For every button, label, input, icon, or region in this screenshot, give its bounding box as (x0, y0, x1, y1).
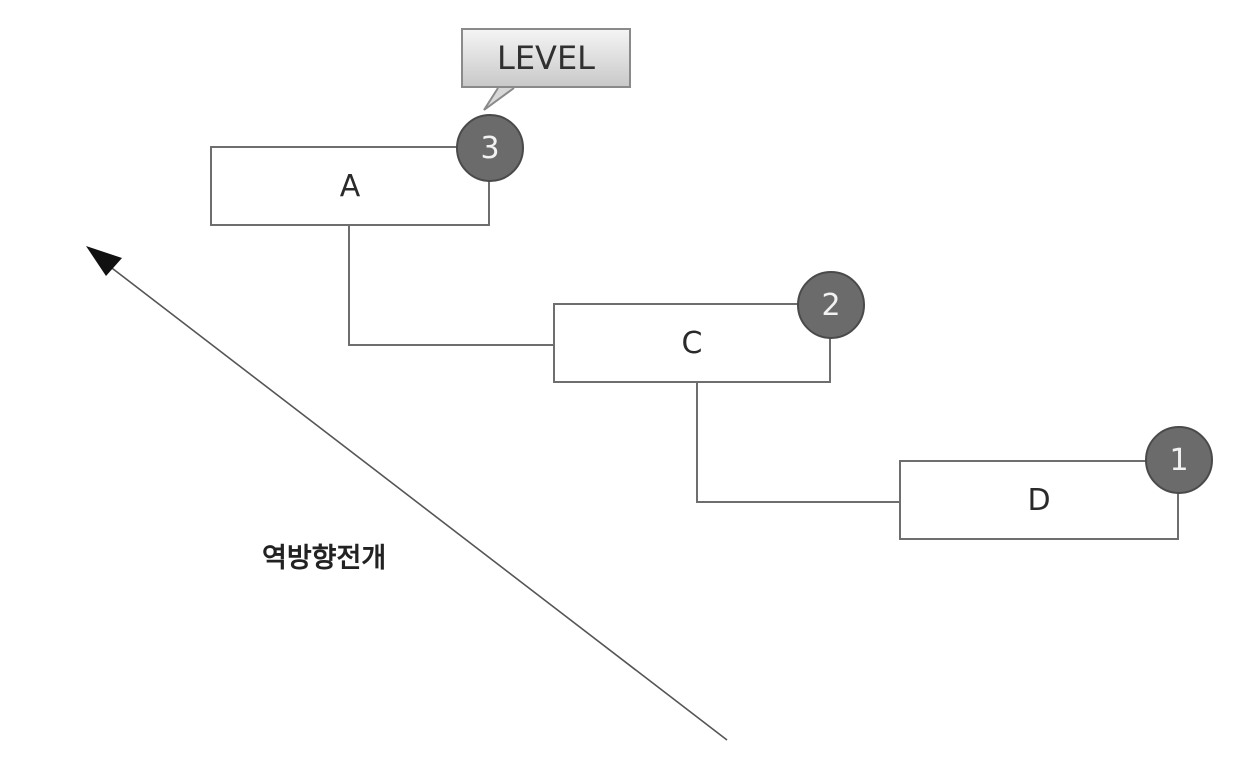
level-badge-d: 1 (1145, 426, 1213, 494)
level-badge-d-value: 1 (1169, 442, 1189, 478)
reverse-expansion-caption: 역방향전개 (262, 543, 387, 574)
reverse-direction-arrow (103, 261, 728, 741)
node-a: A (210, 146, 490, 226)
node-c-label: C (681, 325, 703, 361)
level-callout-label: LEVEL (497, 39, 595, 77)
edge-c-to-d (696, 383, 899, 503)
level-badge-c-value: 2 (821, 287, 841, 323)
node-a-label: A (339, 168, 361, 204)
level-badge-a-value: 3 (480, 130, 500, 166)
node-c: C (553, 303, 831, 383)
level-badge-a: 3 (456, 114, 524, 182)
callout-tail (483, 87, 515, 111)
edge-a-to-c (348, 226, 553, 346)
node-d: D (899, 460, 1179, 540)
node-d-label: D (1027, 482, 1051, 518)
arrowhead-icon (86, 246, 122, 276)
level-callout: LEVEL (461, 28, 631, 88)
level-badge-c: 2 (797, 271, 865, 339)
